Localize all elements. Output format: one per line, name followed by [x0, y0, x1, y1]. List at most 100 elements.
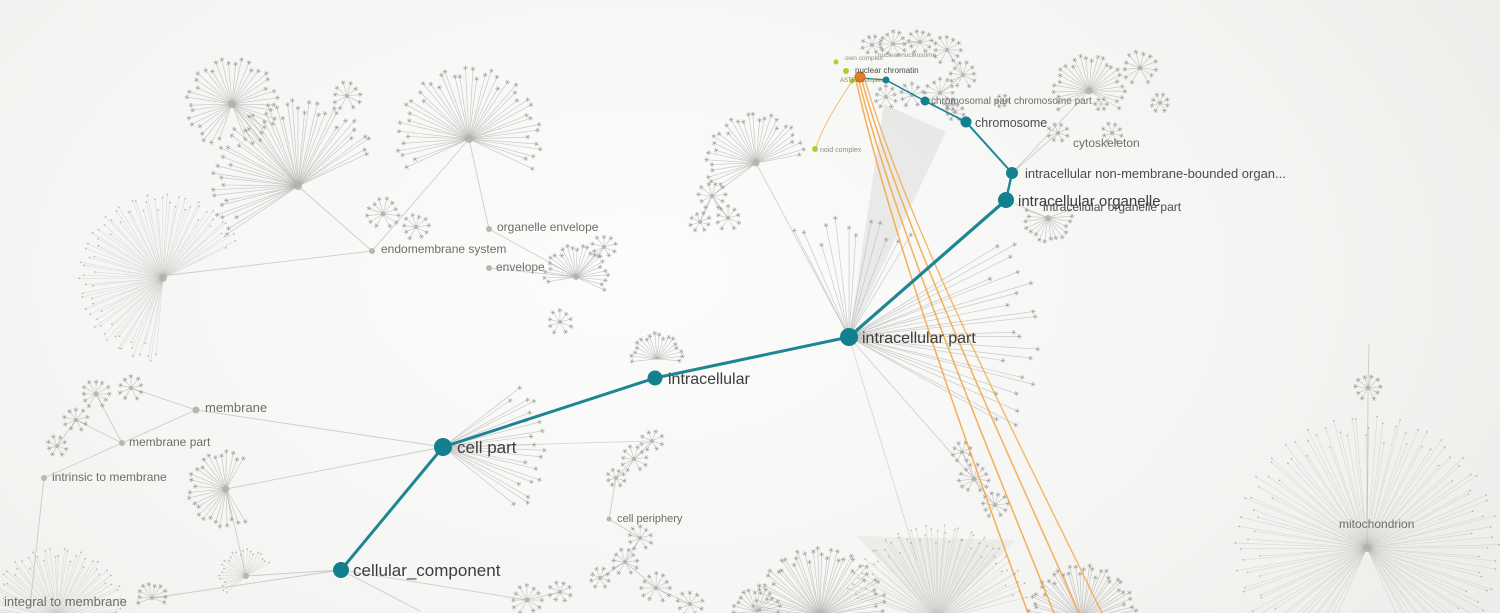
- term-node-cellular-component[interactable]: [333, 562, 349, 578]
- cluster-center-node[interactable]: [638, 536, 642, 540]
- collapsed-cluster[interactable]: [186, 448, 248, 529]
- collapsed-cluster[interactable]: [1046, 122, 1070, 143]
- collapsed-cluster[interactable]: [590, 234, 618, 259]
- collapsed-cluster[interactable]: [46, 434, 69, 457]
- term-label[interactable]: cell periphery: [617, 513, 683, 525]
- collapsed-cluster[interactable]: [1149, 92, 1170, 114]
- cluster-center-node[interactable]: [961, 73, 965, 77]
- cluster-center-node[interactable]: [698, 220, 702, 224]
- cluster-center-node[interactable]: [891, 42, 895, 46]
- collapsed-cluster[interactable]: [942, 96, 958, 112]
- collapsed-cluster[interactable]: [639, 429, 665, 452]
- cluster-center-node[interactable]: [623, 560, 627, 564]
- term-node[interactable]: [119, 440, 125, 446]
- collapsed-cluster[interactable]: [950, 440, 973, 463]
- collapsed-cluster[interactable]: [675, 590, 705, 613]
- collapsed-cluster[interactable]: [994, 93, 1011, 109]
- term-label[interactable]: intracellular organelle: [1018, 193, 1161, 210]
- term-label[interactable]: chromosome: [975, 116, 1047, 130]
- term-label[interactable]: endomembrane system: [381, 242, 506, 256]
- term-label[interactable]: cytoskeleton: [1073, 136, 1140, 150]
- cluster-center-node[interactable]: [884, 95, 888, 99]
- collapsed-cluster[interactable]: [750, 545, 887, 613]
- cluster-center-node[interactable]: [380, 211, 386, 217]
- cluster-center-node[interactable]: [294, 182, 302, 190]
- term-node-intracellular[interactable]: [647, 370, 663, 386]
- term-node[interactable]: [486, 226, 492, 232]
- term-label[interactable]: intracellular non-membrane-bounded organ…: [1025, 166, 1286, 181]
- cluster-center-node[interactable]: [971, 476, 977, 482]
- collapsed-cluster[interactable]: [791, 215, 914, 338]
- term-label[interactable]: intracellular part: [862, 330, 976, 347]
- term-node-chromosome[interactable]: [960, 116, 972, 128]
- cluster-center-node[interactable]: [1158, 101, 1162, 105]
- term-node[interactable]: [41, 475, 47, 481]
- term-label[interactable]: membrane: [205, 400, 267, 415]
- term-node[interactable]: [606, 516, 612, 522]
- term-node-cell-part[interactable]: [434, 438, 452, 456]
- term-node-selected[interactable]: [854, 71, 866, 83]
- term-label[interactable]: cellular_component: [353, 561, 501, 580]
- collapsed-cluster[interactable]: [1122, 49, 1159, 85]
- collapsed-cluster[interactable]: [956, 462, 992, 493]
- cluster-center-node[interactable]: [93, 391, 99, 397]
- collapsed-cluster[interactable]: [948, 60, 977, 89]
- term-node-highlighted-green[interactable]: [843, 68, 849, 74]
- term-label[interactable]: own complex: [845, 55, 884, 62]
- cluster-center-node[interactable]: [558, 320, 562, 324]
- collapsed-cluster[interactable]: [980, 490, 1011, 519]
- term-node-intracellular-part[interactable]: [840, 328, 858, 346]
- cluster-center-node[interactable]: [632, 457, 636, 461]
- cluster-center-node[interactable]: [752, 159, 760, 167]
- collapsed-cluster[interactable]: [605, 467, 627, 488]
- term-label[interactable]: chromosome part: [1014, 96, 1092, 107]
- collapsed-cluster[interactable]: [846, 524, 1028, 613]
- collapsed-cluster[interactable]: [715, 203, 742, 231]
- cluster-center-node[interactable]: [870, 43, 874, 47]
- term-label[interactable]: organelle envelope: [497, 220, 599, 234]
- cluster-center-node[interactable]: [345, 94, 349, 98]
- collapsed-cluster[interactable]: [395, 65, 543, 172]
- term-label[interactable]: cell part: [457, 438, 517, 457]
- cluster-center-node[interactable]: [614, 476, 618, 480]
- term-label[interactable]: noid complex: [820, 147, 862, 154]
- collapsed-cluster[interactable]: [78, 193, 237, 362]
- term-node[interactable]: [486, 265, 492, 271]
- cluster-center-node[interactable]: [918, 40, 922, 44]
- term-label[interactable]: nuclear chromatin: [855, 66, 919, 75]
- collapsed-cluster[interactable]: [218, 548, 271, 593]
- cluster-center-node[interactable]: [129, 386, 133, 390]
- collapsed-cluster[interactable]: [547, 580, 573, 603]
- collapsed-cluster[interactable]: [541, 243, 611, 293]
- collapsed-cluster[interactable]: [638, 570, 673, 603]
- cluster-center-node[interactable]: [228, 100, 236, 108]
- collapsed-cluster[interactable]: [62, 407, 90, 432]
- term-label[interactable]: chromosomal part: [931, 96, 1011, 107]
- cluster-center-node[interactable]: [1365, 385, 1371, 391]
- collapsed-cluster[interactable]: [696, 181, 728, 210]
- collapsed-cluster[interactable]: [860, 34, 884, 55]
- collapsed-cluster[interactable]: [611, 547, 640, 576]
- collapsed-cluster[interactable]: [1092, 96, 1110, 112]
- term-node[interactable]: [369, 248, 375, 254]
- collapsed-cluster[interactable]: [81, 379, 112, 409]
- collapsed-cluster[interactable]: [1234, 415, 1500, 613]
- cluster-center-node[interactable]: [960, 450, 964, 454]
- collapsed-cluster[interactable]: [922, 76, 956, 109]
- collapsed-cluster[interactable]: [704, 111, 806, 187]
- cluster-center-node[interactable]: [1056, 131, 1060, 135]
- term-node-highlighted-green[interactable]: [812, 146, 818, 152]
- term-node[interactable]: [192, 406, 200, 414]
- cluster-center-node[interactable]: [1137, 65, 1143, 71]
- term-label[interactable]: ASTRA complex: [840, 78, 884, 84]
- collapsed-cluster[interactable]: [877, 28, 907, 58]
- cluster-center-node[interactable]: [74, 418, 78, 422]
- collapsed-cluster[interactable]: [933, 34, 964, 65]
- term-node-intracellular-organelle[interactable]: [998, 192, 1014, 208]
- collapsed-cluster[interactable]: [620, 444, 649, 473]
- collapsed-cluster[interactable]: [401, 212, 432, 241]
- collapsed-cluster[interactable]: [364, 196, 402, 229]
- term-node-highlighted-green[interactable]: [849, 78, 855, 84]
- collapsed-cluster[interactable]: [906, 29, 935, 55]
